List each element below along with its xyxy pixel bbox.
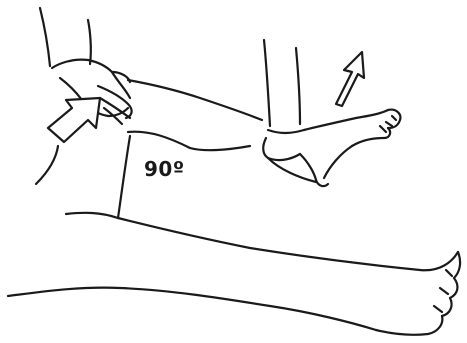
resting-leg — [8, 218, 460, 335]
arrow-up-right-icon — [336, 52, 364, 106]
raised-foot — [304, 110, 400, 178]
ankle-hand — [263, 130, 328, 186]
examiner-sleeve-left — [40, 8, 91, 66]
knee-contour — [66, 136, 130, 218]
examiner-sleeve-right — [264, 40, 300, 126]
angle-label: 90º — [144, 157, 185, 181]
arrow-up-right-icon — [48, 98, 100, 142]
